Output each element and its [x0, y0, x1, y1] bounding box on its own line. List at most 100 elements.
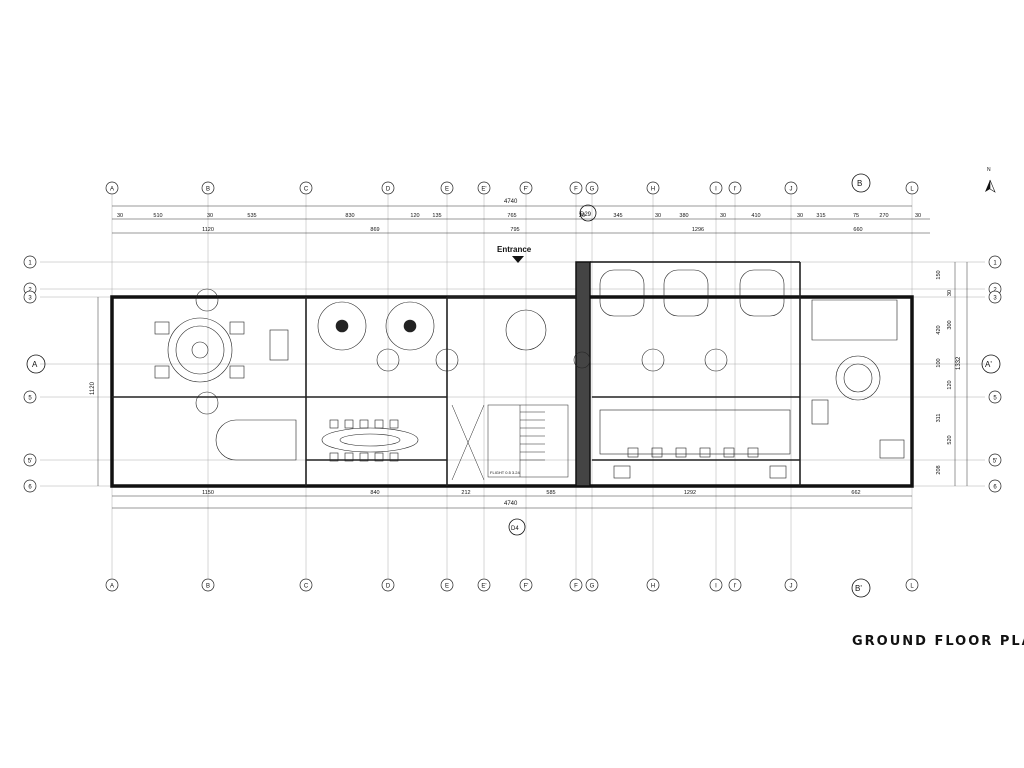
grid-bubble-col-bottom: I: [709, 578, 723, 592]
exterior-walls: [110, 295, 914, 488]
svg-text:2: 2: [28, 288, 32, 294]
dim-right: 300: [947, 320, 953, 329]
svg-text:6: 6: [28, 485, 32, 491]
dim-top-fine: 30: [797, 213, 803, 219]
lounge-area: [317, 301, 547, 372]
svg-text:E': E': [481, 584, 486, 590]
grid-bubble-col-bottom: F: [569, 578, 583, 592]
svg-text:F: F: [574, 584, 578, 590]
svg-text:G: G: [590, 187, 595, 193]
svg-text:L: L: [910, 187, 914, 193]
dim-top-fine: 380: [679, 213, 688, 219]
dim-top-fine: 135: [432, 213, 441, 219]
svg-text:F: F: [574, 187, 578, 193]
dim-top-mid: 660: [853, 227, 862, 233]
dim-top-fine: 30: [915, 213, 921, 219]
svg-text:5: 5: [993, 396, 997, 402]
grid-bubble-row-right: 6: [988, 479, 1002, 493]
grid-bubble-row-right: 5': [988, 453, 1002, 467]
svg-text:L: L: [910, 584, 914, 590]
dim-bottom: 662: [851, 490, 860, 496]
dim-top-fine: 830: [345, 213, 354, 219]
dim-bottom: 840: [370, 490, 379, 496]
svg-text:5': 5': [28, 459, 32, 465]
grid-bubble-col-top: F': [519, 181, 533, 195]
executive-office: [811, 299, 905, 459]
svg-text:J: J: [790, 584, 793, 590]
svg-text:G: G: [590, 584, 595, 590]
grid-bubble-col-top: H: [646, 181, 660, 195]
dim-right: 208: [936, 465, 942, 474]
round-meeting-area: [154, 288, 289, 415]
svg-text:1: 1: [993, 261, 997, 267]
grid-bubble-row-left: 5: [23, 390, 37, 404]
grid-bubble-row-right: 1: [988, 255, 1002, 269]
grid-bubble-col-top: I: [709, 181, 723, 195]
svg-text:I': I': [734, 584, 737, 590]
grid-bubble-col-bottom: F': [519, 578, 533, 592]
grid-bubble-col-bottom: E': [477, 578, 491, 592]
dim-bottom: 1150: [202, 490, 214, 496]
dim-top-mid: 795: [510, 227, 519, 233]
dim-top-fine: 30: [720, 213, 726, 219]
dim-top-fine: 270: [879, 213, 888, 219]
grid-bubble-col-bottom: G: [585, 578, 599, 592]
svg-text:B: B: [206, 584, 210, 590]
svg-text:1: 1: [28, 261, 32, 267]
grid-bubble-row-left: 1: [23, 255, 37, 269]
north-arrow-icon: N: [985, 167, 996, 193]
svg-text:3: 3: [993, 296, 997, 302]
section-top-label: B: [857, 179, 862, 188]
dim-top-mid: 1120: [202, 227, 214, 233]
svg-text:E: E: [445, 187, 449, 193]
dim-top-fine: 510: [153, 213, 162, 219]
svg-text:A: A: [110, 584, 114, 590]
grid-bubble-col-bottom: E: [440, 578, 454, 592]
grid-bubble-col-bottom: H: [646, 578, 660, 592]
dim-top-fine: 765: [507, 213, 516, 219]
grid-bubble-col-top: J: [784, 181, 798, 195]
grid-bubble-col-bottom: A: [105, 578, 119, 592]
grid-bubble-row-right: 5: [988, 390, 1002, 404]
grid-bubble-col-top: G: [585, 181, 599, 195]
dim-top-mid: 1296: [692, 227, 704, 233]
grid-bubble-col-top: F: [569, 181, 583, 195]
svg-text:E: E: [445, 584, 449, 590]
grid-bubble-col-bottom: J: [784, 578, 798, 592]
dim-right-total: 1332: [956, 356, 962, 370]
entrance-label: Entrance: [497, 245, 532, 254]
svg-text:3: 3: [28, 296, 32, 302]
svg-text:E': E': [481, 187, 486, 193]
dim-top-mid: 869: [370, 227, 379, 233]
section-left-label: A: [32, 360, 38, 369]
grid-bubble-col-top: E': [477, 181, 491, 195]
dim-right: 120: [947, 380, 953, 389]
grid-bubble-col-bottom: D: [381, 578, 395, 592]
svg-text:2: 2: [993, 288, 997, 294]
dim-top-fine: 410: [751, 213, 760, 219]
dim-top-total: 4740: [504, 199, 518, 205]
svg-text:A: A: [110, 187, 114, 193]
dim-top-fine: 20: [579, 213, 585, 219]
svg-text:H: H: [651, 584, 655, 590]
svg-text:F': F': [524, 187, 529, 193]
svg-text:6: 6: [993, 485, 997, 491]
dim-bottom-total: 4740: [504, 501, 518, 507]
dim-top-fine: 30: [207, 213, 213, 219]
dim-top-fine: 30: [117, 213, 123, 219]
entrance-marker: Entrance: [497, 245, 532, 263]
grid-bubble-row-left: 3: [23, 290, 37, 304]
section-markers: [26, 173, 1001, 598]
dim-right: 311: [936, 414, 942, 423]
grid-bubble-col-top: A: [105, 181, 119, 195]
dim-right: 520: [947, 435, 953, 444]
grid-bubble-col-top: D: [381, 181, 395, 195]
dim-top-fine: 315: [816, 213, 825, 219]
wall-hatch-band: [575, 261, 800, 487]
section-bottom-label: B': [855, 584, 862, 593]
svg-text:I: I: [715, 187, 717, 193]
grid-bubble-col-top: B: [201, 181, 215, 195]
grid-bubble-col-bottom: I': [728, 578, 742, 592]
dim-top-fine: 30: [655, 213, 661, 219]
